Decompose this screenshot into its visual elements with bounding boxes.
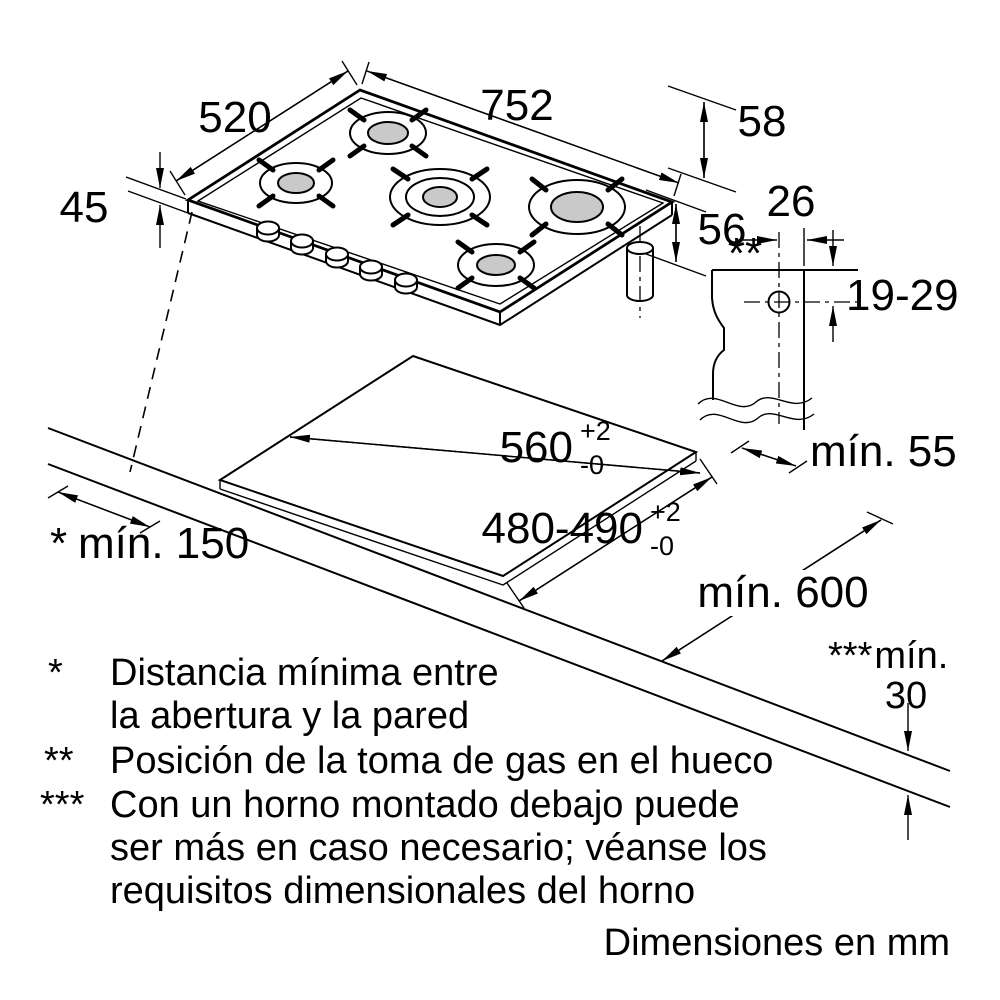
ext-line <box>361 61 370 85</box>
worktop <box>47 211 951 808</box>
dim-line <box>57 491 151 528</box>
worktop-front-edge-bottom <box>47 463 951 808</box>
burner-front-center <box>457 243 535 287</box>
dim-cutout-width: 560 +2 -0 <box>289 416 701 480</box>
dim-min-worktop-depth: mín. 600 <box>661 511 894 662</box>
knob <box>394 272 418 288</box>
break-line <box>697 396 813 408</box>
dim-line <box>741 447 797 467</box>
min-thickness-label: ***mín. <box>828 635 948 677</box>
min-front-edge-label: mín. 55 <box>810 427 957 476</box>
footnote-3-line-3: requisitos dimensionales del horno <box>110 870 695 912</box>
break-line <box>699 412 815 424</box>
cutout-width-label: 560 <box>500 423 573 472</box>
dim-gas-height-range: 19-29 <box>829 230 959 342</box>
top-to-gas-label: 56 <box>698 205 747 254</box>
min-wall-ref: * <box>50 519 67 568</box>
dim-min-thickness: ***mín. 30 <box>828 635 948 840</box>
ext-tick <box>730 440 750 454</box>
dim-side-to-gas-58: 58 <box>667 85 787 193</box>
dim-line <box>366 70 680 184</box>
footnote-3-line-2: ser más en caso necesario; véanse los <box>110 827 767 869</box>
hob-top-view <box>184 88 676 327</box>
gas-connection-detail: 26 ** 19-29 <box>697 177 959 430</box>
ext-line <box>169 170 186 196</box>
worktop-front-edge-top <box>47 427 951 772</box>
burner-back-left <box>349 111 427 155</box>
units-note: Dimensiones en mm <box>604 922 950 964</box>
ext-line <box>125 176 187 200</box>
gas-offset-label: 26 <box>767 177 816 226</box>
dim-line <box>289 434 701 474</box>
knob <box>256 220 280 236</box>
alignment-dashed-line <box>129 211 193 473</box>
dim-depth-520: 520 <box>169 60 358 196</box>
dim-top-to-gas-56: 56 <box>645 189 747 277</box>
cutout-inner-edge <box>219 460 697 586</box>
ext-line <box>673 173 682 197</box>
burner-left <box>259 162 333 204</box>
footnote-1-ref: * <box>48 652 63 694</box>
footnote-2-line-1: Posición de la toma de gas en el hueco <box>110 740 773 782</box>
knob <box>290 233 314 249</box>
ext-line <box>667 167 737 193</box>
min-thickness-value: 30 <box>885 675 927 717</box>
gas-height-range-label: 19-29 <box>846 271 959 320</box>
gas-pipe <box>626 226 654 318</box>
ext-line <box>645 253 707 277</box>
control-knobs <box>256 220 418 295</box>
height-label: 45 <box>60 183 109 232</box>
ext-line <box>506 582 525 609</box>
cutout-depth-tol-minus: -0 <box>650 531 674 561</box>
dim-gas-offset-26: 26 ** <box>728 177 844 278</box>
ext-line <box>667 85 737 111</box>
hob-inner-edge <box>196 97 665 305</box>
cutout <box>217 354 699 586</box>
min-wall-label: mín. 150 <box>78 519 249 568</box>
cutout-width-tol-plus: +2 <box>580 416 611 446</box>
side-to-gas-label: 58 <box>738 97 787 146</box>
knob <box>359 259 383 275</box>
dim-min-wall: * mín. 150 <box>47 485 249 568</box>
ext-tick <box>866 511 894 525</box>
ext-line <box>645 189 707 213</box>
footnote-3-line-1: Con un horno montado debajo puede <box>110 784 740 826</box>
burner-center-wok <box>389 168 491 226</box>
footnotes: * Distancia mínima entre la abertura y l… <box>40 652 773 912</box>
cutout-depth-label: 480-490 <box>482 504 643 553</box>
depth-label: 520 <box>198 93 271 142</box>
footnote-2-ref: ** <box>44 740 74 782</box>
burner-right <box>528 179 626 235</box>
dim-cutout-depth: 480-490 +2 -0 <box>482 458 718 609</box>
width-label: 752 <box>480 81 553 130</box>
cutout-width-tol-minus: -0 <box>580 450 604 480</box>
gas-ref-label: ** <box>728 229 762 278</box>
detail-left-profile <box>711 270 725 400</box>
dim-height-45: 45 <box>60 152 189 248</box>
dim-min-front-edge: mín. 55 <box>730 427 957 476</box>
label-mask <box>686 570 882 616</box>
ext-line <box>127 190 189 214</box>
ext-tick <box>788 460 808 474</box>
dim-line <box>518 476 713 602</box>
footnote-3-ref: *** <box>40 784 85 826</box>
footnote-1-line-1: Distancia mínima entre <box>110 652 499 694</box>
ext-line <box>699 458 718 485</box>
footnote-1-line-2: la abertura y la pared <box>110 695 469 737</box>
knob <box>325 246 349 262</box>
min-worktop-depth-label: mín. 600 <box>697 568 868 617</box>
ext-line <box>341 60 358 86</box>
cutout-depth-tol-plus: +2 <box>650 497 681 527</box>
dim-width-752: 752 <box>361 61 682 197</box>
dim-line <box>175 70 349 182</box>
